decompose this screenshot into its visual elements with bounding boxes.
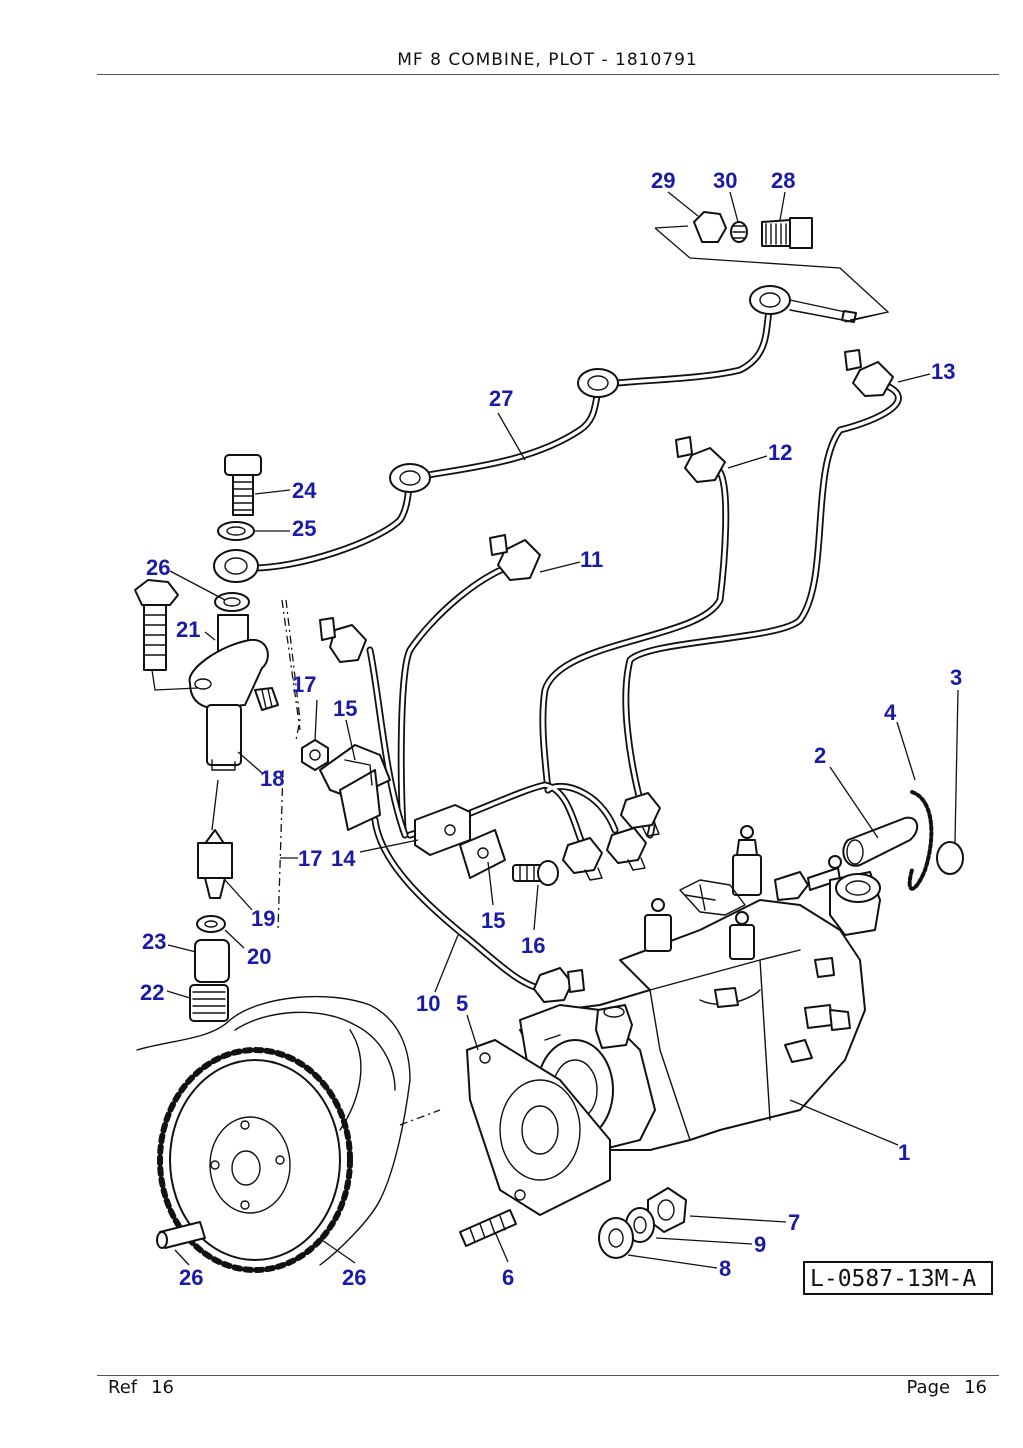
header-divider xyxy=(97,74,999,75)
callout-20: 19 xyxy=(251,906,275,931)
callout-17: 17 xyxy=(292,672,316,697)
callout-9: 9 xyxy=(754,1232,766,1257)
callout-14: 14 xyxy=(331,846,356,871)
callout-8: 8 xyxy=(719,1256,731,1281)
callout-25: 24 xyxy=(292,478,317,503)
callout-13: 13 xyxy=(931,359,955,384)
callout-2: 2 xyxy=(814,743,826,768)
callout-26-lower: 26 xyxy=(146,555,170,580)
callout-10: 10 xyxy=(416,991,440,1016)
callout-7: 7 xyxy=(788,1210,800,1235)
footer-page: Page 16 xyxy=(907,1377,987,1398)
callout-19: 18 xyxy=(260,766,284,791)
callout-23: 22 xyxy=(140,980,164,1005)
callout-4: 4 xyxy=(884,700,897,725)
callout-1: 1 xyxy=(898,1140,910,1165)
callout-29: 27 xyxy=(489,386,513,411)
callout-18: 17 xyxy=(298,846,322,871)
callout-11: 11 xyxy=(580,547,603,572)
callout-26-upper: 25 xyxy=(292,516,316,541)
callout-27: 26 xyxy=(342,1265,366,1290)
callout-15-upper: 15 xyxy=(333,696,357,721)
callout-15-lower: 15 xyxy=(481,908,505,933)
injector-assembly xyxy=(134,454,559,1022)
footer-ref-value: 16 xyxy=(151,1377,175,1398)
footer-ref-label: Ref xyxy=(108,1377,138,1398)
footer-page-label: Page xyxy=(906,1377,951,1398)
callout-30: 28 xyxy=(771,168,795,193)
injector-pipes xyxy=(241,285,902,1003)
timing-gear-assembly xyxy=(136,995,687,1273)
callout-6: 6 xyxy=(502,1265,514,1290)
callout-12: 12 xyxy=(768,440,792,465)
footer-ref: Ref 16 xyxy=(108,1377,188,1398)
pump-shaft-parts xyxy=(842,790,964,891)
callout-32: 30 xyxy=(713,168,737,193)
callout-31: 29 xyxy=(651,168,675,193)
page-title: MF 8 COMBINE, PLOT - 1810791 xyxy=(397,50,698,70)
callout-16: 16 xyxy=(521,933,545,958)
footer-page-value: 16 xyxy=(964,1377,987,1398)
callout-22: 21 xyxy=(176,617,200,642)
footer-divider xyxy=(97,1375,999,1376)
reference-code: L-0587-13M-A xyxy=(810,1266,976,1292)
pipe-union-fittings xyxy=(654,211,890,323)
callout-24: 23 xyxy=(142,929,166,954)
callout-3: 3 xyxy=(950,665,962,690)
reference-code-box: L-0587-13M-A xyxy=(803,1261,993,1295)
callout-28: 26 xyxy=(179,1265,203,1290)
callout-leader-lines xyxy=(166,191,959,1269)
callout-21: 20 xyxy=(247,944,271,969)
callout-labels: 29 30 28 13 27 12 24 25 11 26 21 3 17 15… xyxy=(140,168,962,1290)
callout-5: 5 xyxy=(456,991,468,1016)
